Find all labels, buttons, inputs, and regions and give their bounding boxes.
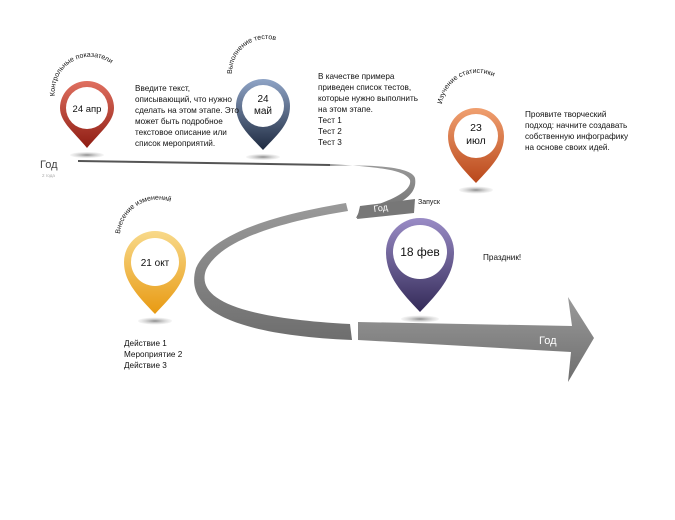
pin-date-2b: май xyxy=(254,106,272,117)
pin-date-2a: 24 xyxy=(257,94,269,105)
pin-title-4: Внесение изменений xyxy=(115,195,172,235)
note-vypolnenie: В качестве примера приведен список тесто… xyxy=(318,72,418,147)
pin-title-5: Запуск xyxy=(418,199,441,206)
year-label-middle: Год xyxy=(373,202,389,214)
pin-vnesenie: 21 окт Внесение изменений xyxy=(115,195,186,314)
svg-text:Выполнение тестов: Выполнение тестов xyxy=(227,34,277,74)
pin-shadow-5 xyxy=(401,315,439,323)
pin-shadow-1 xyxy=(70,152,104,158)
road-segment-2 xyxy=(357,199,415,219)
note-izuchenie: Проявите творческий подход: начните созд… xyxy=(525,110,629,152)
pin-date-5: 18 фев xyxy=(400,245,440,259)
road-curve-lower xyxy=(194,203,352,340)
pin-date-1: 24 апр xyxy=(73,104,102,115)
svg-text:Внесение изменений: Внесение изменений xyxy=(115,195,172,235)
year-label-faint: 2 года xyxy=(42,173,55,178)
pin-zapusk: 18 фев Запуск xyxy=(386,199,454,312)
pin-shadow-2 xyxy=(246,154,280,160)
pin-kontrolnye: 24 апр Контрольные показатели xyxy=(50,52,114,148)
road-line-start xyxy=(77,160,331,166)
pin-shadow-4 xyxy=(138,317,172,325)
pin-title-3: Изучение статистики xyxy=(437,68,496,105)
road-arrow xyxy=(358,297,594,382)
year-label-start: Год xyxy=(40,159,58,171)
pin-date-3b: июл xyxy=(466,135,486,147)
pin-izuchenie: 23 июл Изучение статистики xyxy=(437,68,504,183)
note-kontrolnye: Введите текст, описывающий, что нужно сд… xyxy=(135,84,239,148)
svg-text:Изучение статистики: Изучение статистики xyxy=(437,68,496,105)
timeline-road xyxy=(77,160,594,382)
year-label-end: Год xyxy=(539,335,557,347)
pin-shadow-3 xyxy=(459,186,493,194)
pin-date-3a: 23 xyxy=(470,122,482,134)
pin-title-2: Выполнение тестов xyxy=(227,34,277,74)
pin-date-4: 21 окт xyxy=(141,258,170,269)
note-vnesenie: Действие 1 Мероприятие 2 Действие 3 xyxy=(124,339,183,370)
note-zapusk: Праздник! xyxy=(483,253,522,262)
